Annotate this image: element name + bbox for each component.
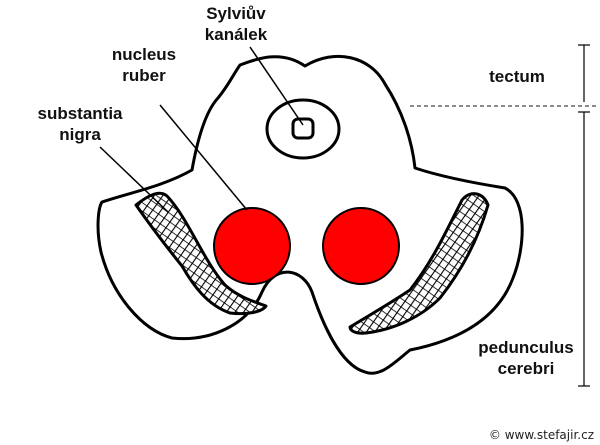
label-tectum: tectum — [489, 67, 545, 86]
copyright-notice: © www.stefajir.cz — [488, 428, 594, 442]
nucleus-ruber-right — [322, 207, 400, 285]
leader-nucleus-ruber — [159, 104, 248, 211]
leader-sylvian-canal — [249, 46, 304, 126]
label-nucleus-ruber: nucleus ruber — [111, 45, 177, 85]
substantia-nigra-left — [134, 191, 268, 316]
leader-substantia-nigra — [99, 146, 169, 213]
label-sylvian-canal: Sylviův kanálek — [204, 4, 268, 44]
label-pedunculus-cerebri: pedunculus cerebri — [478, 338, 574, 378]
label-substantia-nigra: substantia nigra — [37, 104, 123, 144]
substantia-nigra-right — [348, 192, 490, 335]
nucleus-ruber-left — [213, 207, 291, 285]
sylvian-canal-lumen — [291, 117, 315, 140]
